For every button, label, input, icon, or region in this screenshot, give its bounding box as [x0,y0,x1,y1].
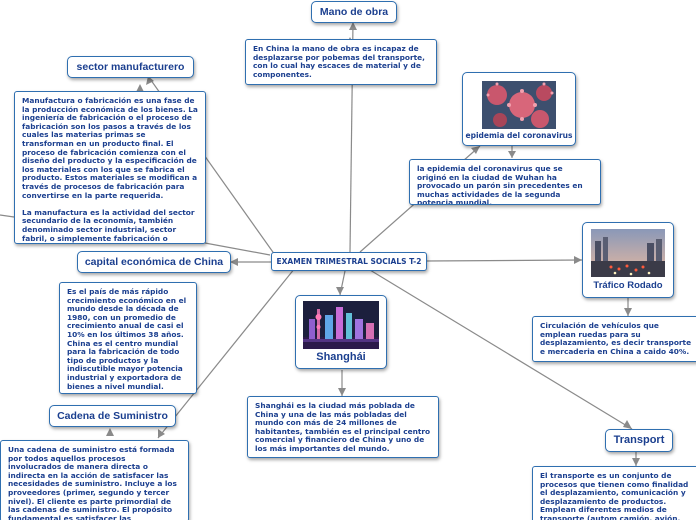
note-trafico-rodado[interactable]: Circulación de vehículos que emplean rue… [532,316,696,362]
note-cadena-suministro[interactable]: Una cadena de suministro está formada po… [0,440,189,520]
note-sector-manufacturero[interactable]: Manufactura o fabricación es una fase de… [14,91,206,244]
note-mano-de-obra[interactable]: En China la mano de obra es incapaz de d… [245,39,437,85]
topic-shanghai[interactable]: Shanghái [295,295,387,369]
link-transport [369,269,633,430]
traffic-image [591,229,665,277]
trafico-label: Tráfico Rodado [593,280,663,291]
topic-trafico-rodado[interactable]: Tráfico Rodado [582,222,674,298]
topic-capital-economica[interactable]: capital económica de China [77,251,231,273]
link-cadena-suministro [157,267,296,439]
note-capital-economica[interactable]: Es el país de más rápido crecimiento eco… [59,282,197,394]
note-epidemia[interactable]: la epidemia del coronavirus que se origi… [409,159,601,205]
shanghai-label: Shanghái [316,351,366,363]
topic-mano-de-obra[interactable]: Mano de obra [311,1,397,23]
arrowheads [106,22,640,466]
topic-sector-manufacturero[interactable]: sector manufacturero [67,56,194,78]
coronavirus-image [482,81,556,129]
topic-transport[interactable]: Transport [605,429,673,452]
shanghai-skyline-image [303,301,379,349]
epidemia-label: epidemia del coronavirus [465,131,573,140]
note-shanghai[interactable]: Shanghái es la ciudad más poblada de Chi… [247,396,439,458]
topic-epidemia[interactable]: epidemia del coronavirus [462,72,576,146]
topic-cadena-suministro[interactable]: Cadena de Suministro [49,405,176,427]
link-trafico [424,259,583,262]
note-transport[interactable]: El transporte es un conjunto de procesos… [532,466,696,520]
central-topic[interactable]: EXAMEN TRIMESTRAL SOCIALS T-2 [271,252,427,271]
